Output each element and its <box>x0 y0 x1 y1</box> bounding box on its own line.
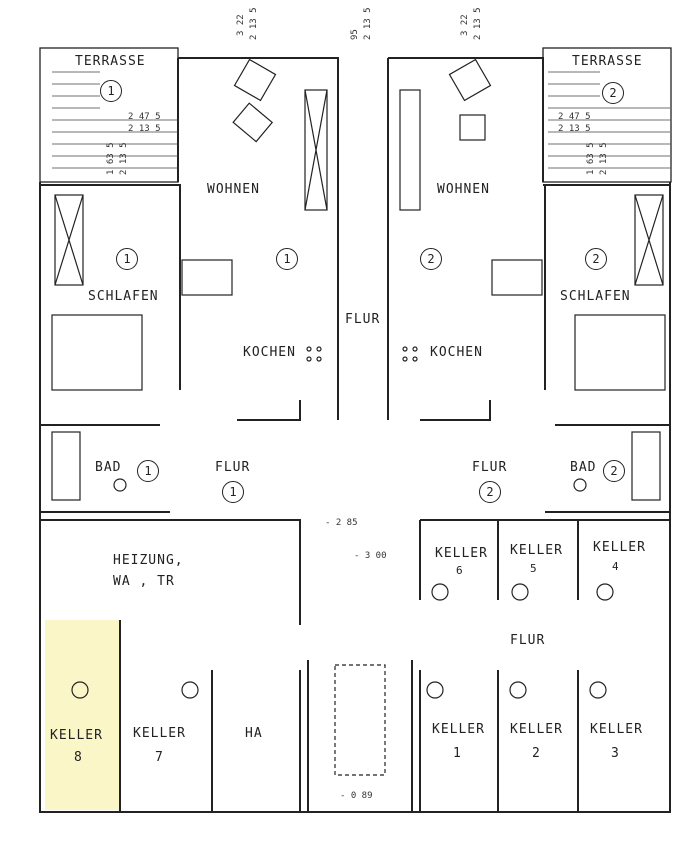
dim-top-mid-b: 2 13 5 <box>363 7 373 40</box>
terrasse-label-2: TERRASSE <box>572 54 643 69</box>
terrasse-label-1: TERRASSE <box>75 54 146 69</box>
dim-terrace-right-h-b: 2 13 5 <box>599 142 609 175</box>
keller-number-4: 4 <box>612 560 620 573</box>
central-flur-upper <box>337 150 389 420</box>
heizung-label: HEIZUNG, <box>113 553 184 568</box>
level-marker-c: - 0 89 <box>340 791 373 801</box>
keller-number-8: 8 <box>74 750 83 765</box>
terrace-right <box>542 47 672 183</box>
keller-number-3: 3 <box>611 746 620 761</box>
dim-top-right: 3 22 <box>460 14 470 36</box>
unit-number-2: 2 <box>479 481 501 503</box>
keller-number-5: 5 <box>530 562 538 575</box>
dim-top-right-b: 2 13 5 <box>473 7 483 40</box>
unit-number-2: 2 <box>602 82 624 104</box>
keller-label-6: KELLER <box>435 546 488 561</box>
unit-number-1: 1 <box>276 248 298 270</box>
unit-number-1: 1 <box>222 481 244 503</box>
keller-label-8: KELLER <box>50 728 103 743</box>
wall-kueche-r <box>420 400 491 421</box>
keller-number-2: 2 <box>532 746 541 761</box>
ha-label: HA <box>245 726 263 741</box>
unit-number-1: 1 <box>116 248 138 270</box>
dim-top-left: 3 22 <box>236 14 246 36</box>
keller-label-4: KELLER <box>593 540 646 555</box>
heizung-label-line2: WA , TR <box>113 574 175 589</box>
wohnen-label-1: WOHNEN <box>207 182 260 197</box>
unit-number-1: 1 <box>100 80 122 102</box>
keller-number-6: 6 <box>456 564 464 577</box>
flur-label-2: FLUR <box>472 460 508 475</box>
keller-number-7: 7 <box>155 750 164 765</box>
dim-top-left-b: 2 13 5 <box>249 7 259 40</box>
keller-label-3: KELLER <box>590 722 643 737</box>
level-marker-b: - 3 00 <box>354 551 387 561</box>
keller-walls-lower-left <box>119 620 301 812</box>
kochen-label-1: KOCHEN <box>243 345 296 360</box>
schlafen-label-2: SCHLAFEN <box>560 289 631 304</box>
unit-number-2: 2 <box>420 248 442 270</box>
keller-label-7: KELLER <box>133 726 186 741</box>
dim-terrace-left-h-b: 2 13 5 <box>119 142 129 175</box>
dim-terrace-right-w: 2 47 5 <box>558 112 591 122</box>
wall-schlafen-l <box>40 184 181 390</box>
bad-label-2: BAD <box>570 460 597 475</box>
keller-walls-upper-right <box>419 520 579 600</box>
unit-number-2: 2 <box>585 248 607 270</box>
keller-walls-lower-right <box>419 670 579 812</box>
terrace-left <box>39 47 179 183</box>
dim-top-mid: 95 <box>350 29 360 40</box>
wall-kueche-l <box>237 400 301 421</box>
schlafen-label-1: SCHLAFEN <box>88 289 159 304</box>
flur-label-top: FLUR <box>345 312 381 327</box>
level-marker-a: - 2 85 <box>325 518 358 528</box>
wall-row-4 <box>40 519 301 625</box>
outer-wall <box>39 182 671 813</box>
unit-number-1: 1 <box>137 460 159 482</box>
keller-number-1: 1 <box>453 746 462 761</box>
keller-label-2: KELLER <box>510 722 563 737</box>
dim-terrace-left-w-b: 2 13 5 <box>128 124 161 134</box>
stair-walls <box>307 660 413 812</box>
upper-wall-right <box>387 57 544 182</box>
wohnen-label-2: WOHNEN <box>437 182 490 197</box>
dim-terrace-left-h: 1 63 5 <box>106 142 116 175</box>
flur-label-keller: FLUR <box>510 633 546 648</box>
keller-label-5: KELLER <box>510 543 563 558</box>
bad-label-1: BAD <box>95 460 122 475</box>
keller-8-highlight <box>45 620 120 810</box>
dim-terrace-right-w-b: 2 13 5 <box>558 124 591 134</box>
wall-schlafen-r <box>544 184 670 390</box>
dim-terrace-right-h: 1 63 5 <box>586 142 596 175</box>
flur-label-1: FLUR <box>215 460 251 475</box>
dim-terrace-left-w: 2 47 5 <box>128 112 161 122</box>
unit-number-2: 2 <box>603 460 625 482</box>
keller-label-1: KELLER <box>432 722 485 737</box>
kochen-label-2: KOCHEN <box>430 345 483 360</box>
